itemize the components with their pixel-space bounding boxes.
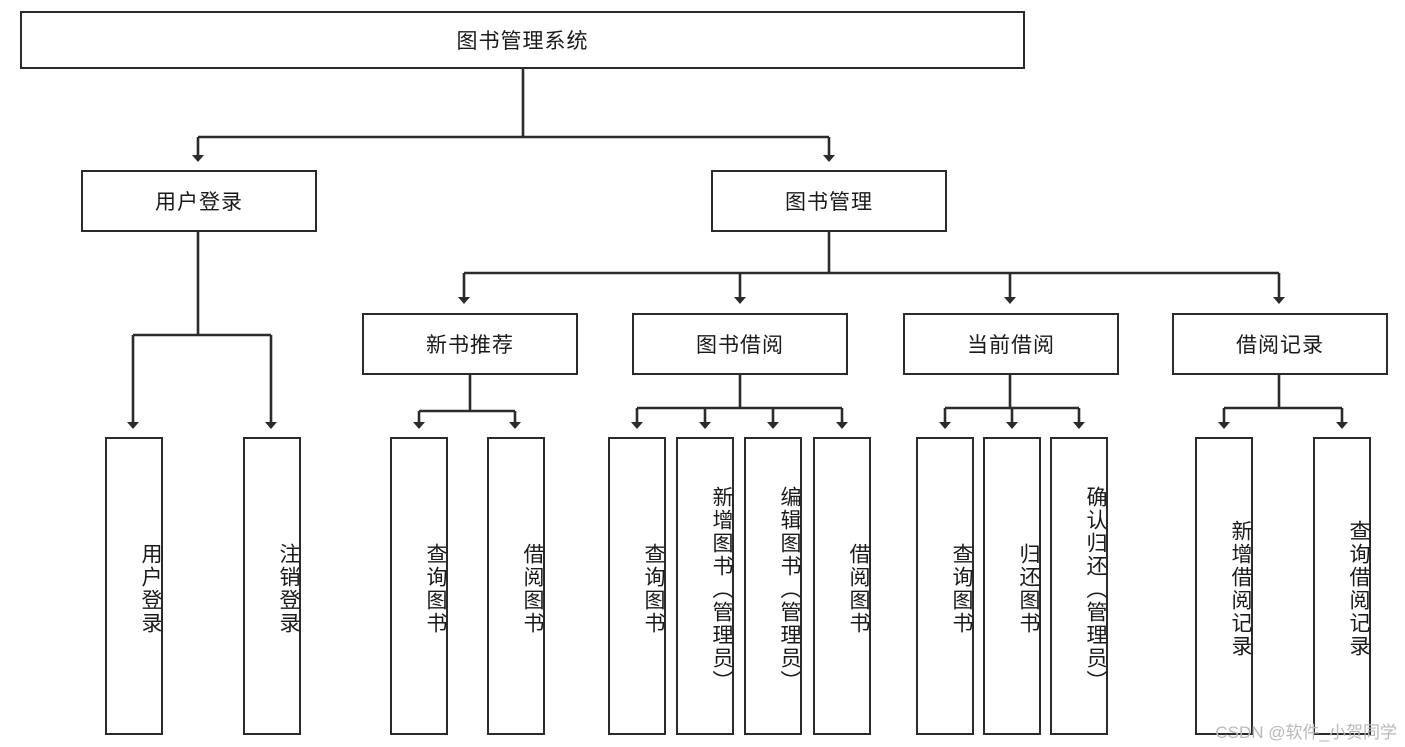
leaf-borrow-book-recommend[interactable]: 借阅图书 <box>487 437 545 735</box>
node-label: 查询借阅记录 <box>1347 520 1370 658</box>
node-label: 归还图书 <box>1017 543 1040 635</box>
leaf-add-borrow-record[interactable]: 新增借阅记录 <box>1195 437 1253 735</box>
leaf-logout[interactable]: 注销登录 <box>243 437 301 735</box>
node-label: 借阅图书 <box>847 543 870 635</box>
node-current-borrow[interactable]: 当前借阅 <box>903 313 1119 375</box>
node-label: 当前借阅 <box>967 334 1055 357</box>
node-label: 图书管理系统 <box>456 30 589 53</box>
leaf-search-book-current[interactable]: 查询图书 <box>916 437 974 735</box>
leaf-search-book-recommend[interactable]: 查询图书 <box>390 437 448 735</box>
node-borrow-record[interactable]: 借阅记录 <box>1172 313 1388 375</box>
leaf-search-book-borrow[interactable]: 查询图书 <box>608 437 666 735</box>
node-new-book-recommend[interactable]: 新书推荐 <box>362 313 578 375</box>
node-label: 查询图书 <box>642 543 665 635</box>
leaf-return-book[interactable]: 归还图书 <box>983 437 1041 735</box>
node-label: 图书管理 <box>785 191 873 214</box>
leaf-confirm-return-admin[interactable]: 确认归还（管理员） <box>1050 437 1108 735</box>
node-book-management[interactable]: 图书管理 <box>711 170 947 232</box>
node-user-login[interactable]: 用户登录 <box>81 170 317 232</box>
node-label: 借阅记录 <box>1236 334 1324 357</box>
node-label: 新书推荐 <box>426 334 514 357</box>
leaf-add-book-admin[interactable]: 新增图书（管理员） <box>676 437 734 735</box>
node-label: 用户登录 <box>139 543 162 635</box>
node-root-system[interactable]: 图书管理系统 <box>20 11 1025 69</box>
node-label: 查询图书 <box>950 543 973 635</box>
node-label: 图书借阅 <box>696 334 784 357</box>
leaf-borrow-book[interactable]: 借阅图书 <box>813 437 871 735</box>
leaf-search-borrow-record[interactable]: 查询借阅记录 <box>1313 437 1371 735</box>
node-label: 新增借阅记录 <box>1229 520 1252 658</box>
node-book-borrow[interactable]: 图书借阅 <box>632 313 848 375</box>
node-label: 查询图书 <box>424 543 447 635</box>
node-label: 新增图书（管理员） <box>710 485 733 693</box>
node-label: 用户登录 <box>155 191 243 214</box>
leaf-user-login[interactable]: 用户登录 <box>105 437 163 735</box>
node-label: 编辑图书（管理员） <box>778 485 801 693</box>
watermark: CSDN @软件_小贺同学 <box>1215 723 1397 742</box>
node-label: 确认归还（管理员） <box>1084 485 1107 693</box>
leaf-edit-book-admin[interactable]: 编辑图书（管理员） <box>744 437 802 735</box>
node-label: 借阅图书 <box>521 543 544 635</box>
node-label: 注销登录 <box>277 543 300 635</box>
